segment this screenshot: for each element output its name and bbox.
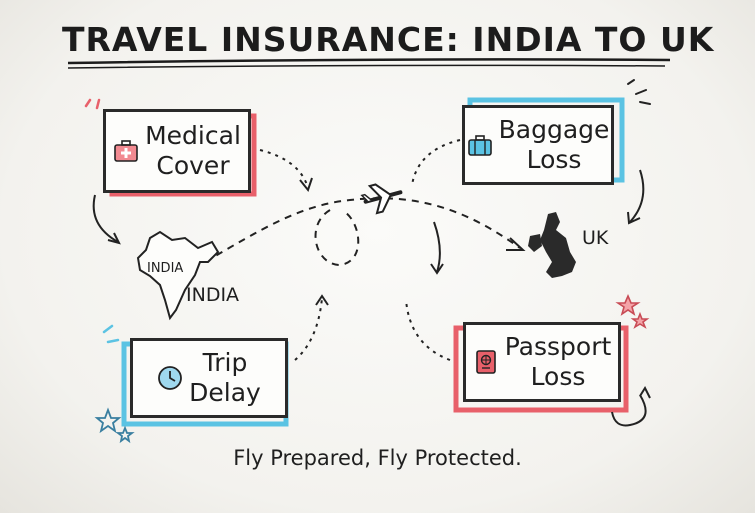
title-underline	[67, 58, 671, 65]
flight-path-arrowhead	[506, 237, 526, 251]
medical-to-india-arrow	[92, 194, 119, 243]
trip-delay-line2: Delay	[189, 378, 261, 407]
center-down-arrow	[433, 221, 441, 273]
airplane-icon	[360, 183, 403, 215]
medical-cover-line1: Medical	[145, 121, 241, 150]
india-map-outline	[136, 230, 220, 321]
sparkle-decoration-topright	[627, 79, 651, 105]
baggage-loss-line2: Loss	[526, 145, 582, 174]
clock-icon	[158, 366, 183, 390]
medical-cover-box: Medical Cover	[103, 109, 251, 193]
trip-delay-box: Trip Delay	[130, 338, 288, 418]
medical-connector-arrowhead	[299, 177, 313, 193]
trip-delay-connector	[294, 297, 323, 361]
uk-map-shape	[540, 212, 576, 278]
sparkle-decoration-topleft	[84, 98, 101, 110]
title-underline-second	[67, 64, 666, 69]
uk-label: UK	[582, 227, 609, 249]
passport-curl-arrow	[611, 394, 647, 427]
sparkle-decoration-tripdelay	[102, 324, 120, 344]
medical-cover-line2: Cover	[156, 151, 230, 180]
passport-loss-box: Passport Loss	[463, 322, 621, 402]
baggage-loss-line1: Baggage	[498, 115, 610, 144]
passport-icon	[475, 350, 496, 374]
india-map-inner-label: INDIA	[147, 261, 184, 276]
passport-curl-arrowhead	[639, 385, 651, 399]
india-label: INDIA	[186, 284, 240, 306]
trip-delay-connector-arrowhead	[315, 294, 329, 306]
baggage-to-uk-arrow	[629, 169, 645, 223]
flight-path	[204, 197, 521, 263]
flight-loop	[314, 209, 360, 267]
medical-connector	[259, 149, 309, 189]
baggage-to-uk-arrowhead	[627, 211, 641, 225]
page-title: TRAVEL INSURANCE: INDIA TO UK	[62, 20, 715, 59]
suitcase-icon	[467, 135, 492, 156]
star-decoration-left	[94, 407, 135, 444]
trip-delay-line1: Trip	[202, 348, 248, 377]
baggage-connector	[411, 139, 461, 186]
passport-loss-line1: Passport	[504, 332, 612, 361]
medical-to-india-arrowhead	[107, 232, 121, 245]
baggage-loss-box: Baggage Loss	[462, 105, 614, 185]
passport-loss-line2: Loss	[530, 362, 586, 391]
tagline: Fly Prepared, Fly Protected.	[233, 446, 522, 470]
medical-kit-icon	[114, 140, 138, 162]
center-down-arrowhead	[430, 263, 444, 275]
star-decoration-right	[615, 293, 650, 329]
passport-connector	[405, 299, 451, 361]
ireland-map-shape	[528, 234, 542, 252]
